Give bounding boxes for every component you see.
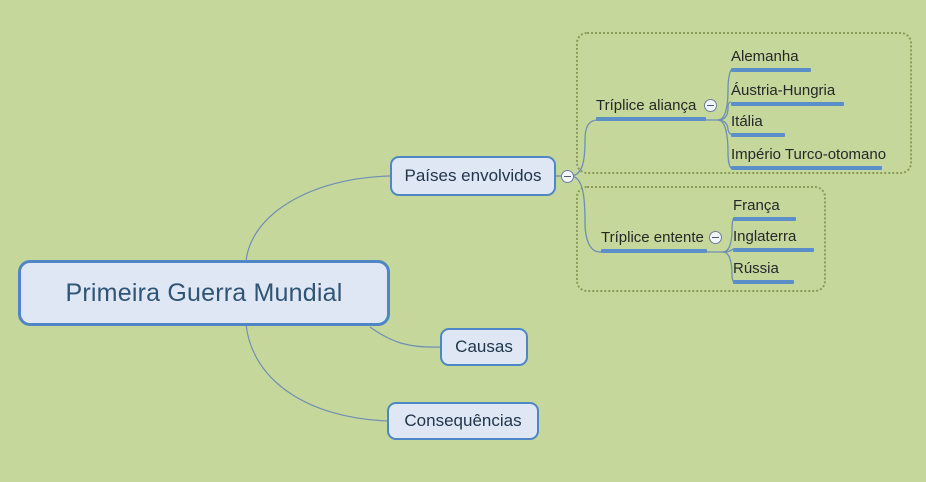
leaf-node-underline [733,248,814,252]
collapse-toggle-triplice-entente[interactable] [709,231,722,244]
branch-node-causas[interactable]: Causas [440,328,528,366]
leaf-node-label: Áustria-Hungria [731,82,836,99]
leaf-node-label: Inglaterra [733,228,797,245]
connector-root-consequencias [245,323,388,422]
leaf-node-alemanha[interactable]: Alemanha [731,47,811,75]
group-node-label: Tríplice entente [601,229,704,246]
leaf-node-imperio-turco-otomano[interactable]: Império Turco-otomano [731,145,886,173]
leaf-node-label: Rússia [733,260,779,277]
leaf-node-label: Alemanha [731,48,799,65]
leaf-node-underline [731,68,811,72]
leaf-node-underline [733,280,794,284]
branch-node-label: Países envolvidos [404,166,542,185]
connector-root-causas [369,326,441,348]
branch-node-label: Causas [455,337,513,356]
branch-node-paises-envolvidos[interactable]: Países envolvidos [390,156,556,196]
leaf-node-russia[interactable]: Rússia [733,259,794,287]
leaf-node-italia[interactable]: Itália [731,112,785,140]
root-node-label: Primeira Guerra Mundial [65,278,343,307]
leaf-node-label: França [733,197,780,214]
group-node-underline [596,117,706,121]
collapse-toggle-paises-envolvidos[interactable] [561,170,574,183]
connector-root-paises [245,175,391,263]
leaf-node-label: Império Turco-otomano [731,146,887,163]
leaf-node-austria-hungria[interactable]: Áustria-Hungria [731,81,844,109]
group-node-triplice-entente[interactable]: Tríplice entente [601,228,707,256]
branch-node-consequencias[interactable]: Consequências [387,402,539,440]
group-node-underline [601,249,707,253]
group-box-triplice-alianca [576,32,912,174]
leaf-node-underline [731,133,785,137]
leaf-node-underline [731,166,882,170]
collapse-toggle-triplice-alianca[interactable] [704,99,717,112]
leaf-node-underline [733,217,796,221]
root-node-primeira-guerra-mundial[interactable]: Primeira Guerra Mundial [18,260,390,326]
leaf-node-inglaterra[interactable]: Inglaterra [733,227,814,255]
leaf-node-label: Itália [731,113,763,130]
group-node-label: Tríplice aliança [596,97,697,114]
leaf-node-underline [731,102,844,106]
branch-node-label: Consequências [404,411,522,430]
leaf-node-franca[interactable]: França [733,196,796,224]
group-node-triplice-alianca[interactable]: Tríplice aliança [596,96,706,124]
